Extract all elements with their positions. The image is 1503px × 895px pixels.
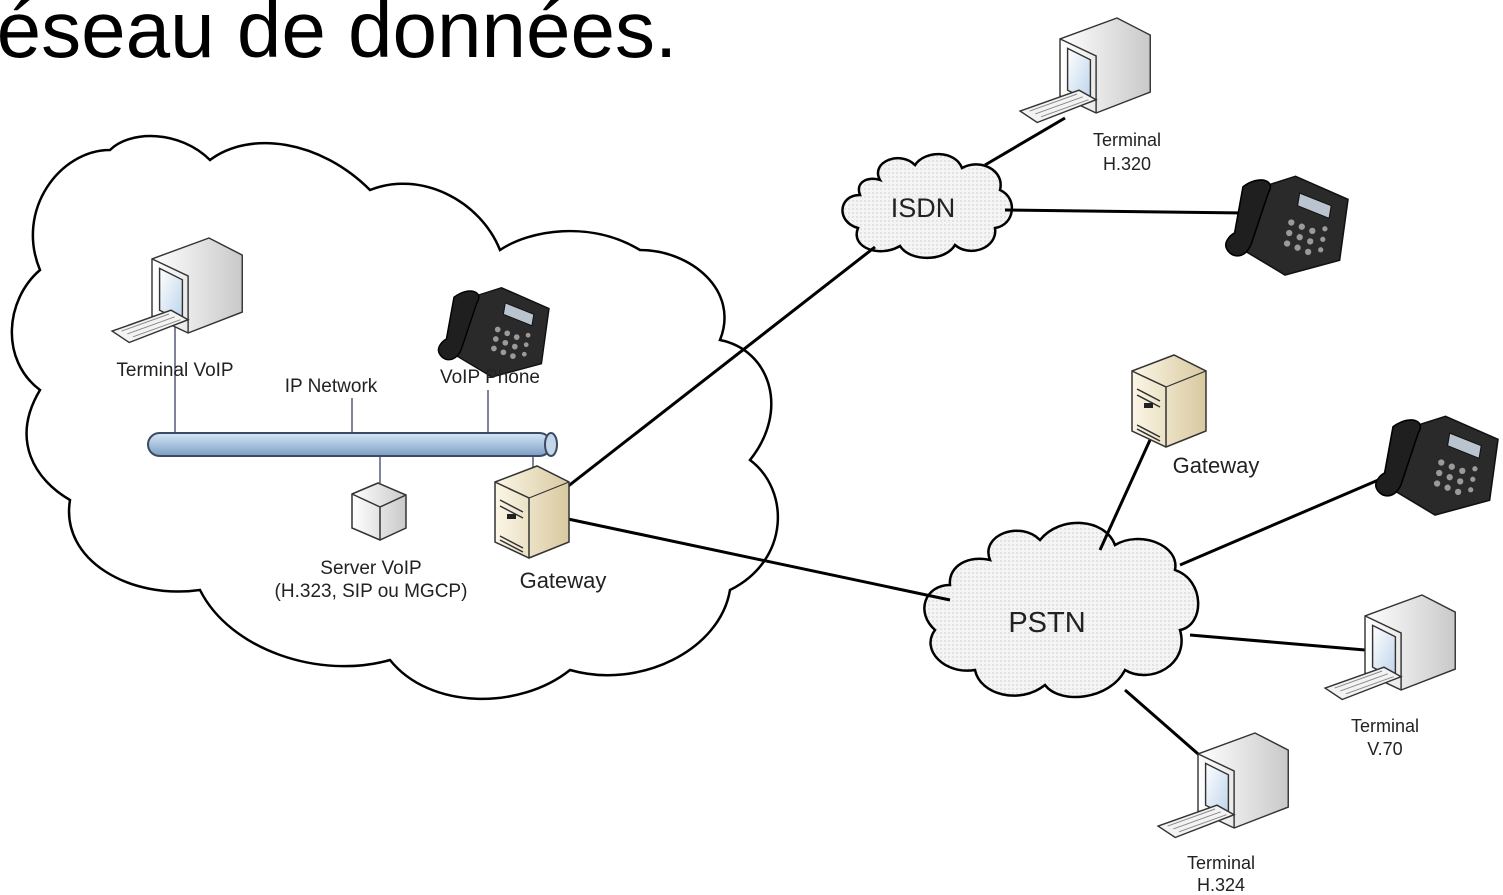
gateway-icon <box>494 465 570 559</box>
terminal-v70-label-line2: V.70 <box>1367 739 1402 759</box>
terminal-v70-label-line1: Terminal <box>1351 716 1419 736</box>
terminal-h320-label-line1: Terminal <box>1093 130 1161 150</box>
server-voip-icon <box>351 482 407 541</box>
terminal-h320-computer-icon <box>1019 17 1151 124</box>
pstn-label: PSTN <box>1008 607 1085 639</box>
remote-gateway-icon <box>1131 354 1207 448</box>
remote-gateway-label: Gateway <box>1173 453 1260 478</box>
server-voip-label-line1: Server VoIP <box>320 558 421 579</box>
terminal-h320-label-line2: H.320 <box>1103 154 1151 174</box>
isdn-phone-icon <box>1224 175 1349 276</box>
isdn-cloud <box>841 152 1014 260</box>
server-voip-label-line2: (H.323, SIP ou MGCP) <box>275 581 468 602</box>
pstn-cloud <box>923 521 1200 699</box>
terminal-voip-label: Terminal VoIP <box>116 360 233 381</box>
connection-lines <box>534 116 1391 762</box>
gateway-label: Gateway <box>520 568 607 593</box>
ip-network-cloud <box>10 134 780 701</box>
pstn-phone-icon <box>1374 415 1499 516</box>
voip-phone-label: VoIP Phone <box>440 367 540 388</box>
isdn-label: ISDN <box>891 193 956 223</box>
page-title: réseau de données. <box>0 0 678 74</box>
ip-network-pipe <box>147 432 558 457</box>
ip-network-label: IP Network <box>285 376 378 397</box>
terminal-h324-label-line1: Terminal <box>1187 853 1255 873</box>
terminal-h324-label-line2: H.324 <box>1197 875 1245 895</box>
terminal-h324-computer-icon <box>1157 732 1289 839</box>
